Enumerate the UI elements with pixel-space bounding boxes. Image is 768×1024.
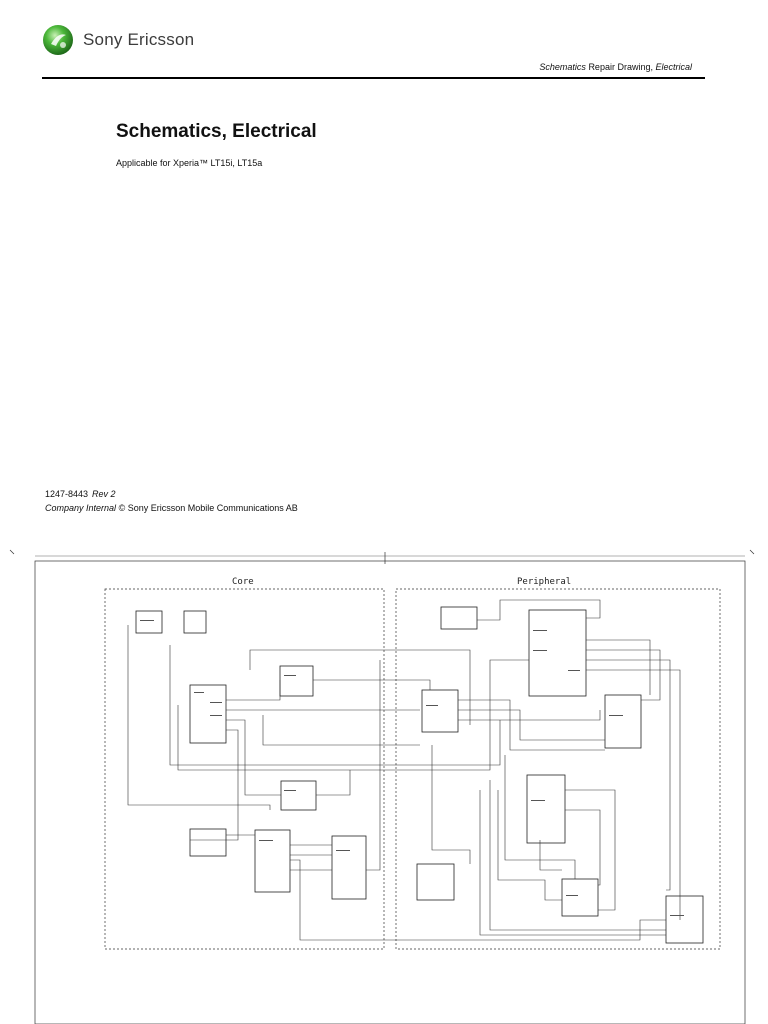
header-repair-drawing: Repair Drawing, [588,62,653,72]
peripheral-section-box [395,588,721,950]
copyright-line: Company Internal © Sony Ericsson Mobile … [45,503,298,513]
header-document-type: Schematics Repair Drawing, Electrical [539,62,692,72]
page-title: Schematics, Electrical [116,121,317,142]
schematic-drawing: Core Peripheral [9,549,755,1024]
peripheral-section-label: Peripheral [517,577,571,587]
drawing-frame [34,560,746,1024]
header-schematics: Schematics [539,62,586,72]
document-number-value: 1247-8443 [45,489,89,499]
header-electrical: Electrical [655,62,692,72]
copyright-symbol: © [118,503,126,513]
document-revision: Rev 2 [92,489,116,499]
sony-ericsson-logo-icon [43,25,73,55]
schematic-pin-labels [140,620,684,916]
copyright-owner: Sony Ericsson Mobile Communications AB [127,503,298,513]
brand-logo: Sony Ericsson [42,24,194,56]
schematic-wires [127,599,681,941]
header-divider [42,77,705,79]
page-subtitle: Applicable for Xperia™ LT15i, LT15a [116,158,263,168]
brand-name: Sony Ericsson [83,30,195,49]
core-section-box [104,588,385,950]
core-section-label: Core [232,577,254,587]
schematic-blocks [135,606,704,944]
company-internal-label: Company Internal [45,503,117,513]
